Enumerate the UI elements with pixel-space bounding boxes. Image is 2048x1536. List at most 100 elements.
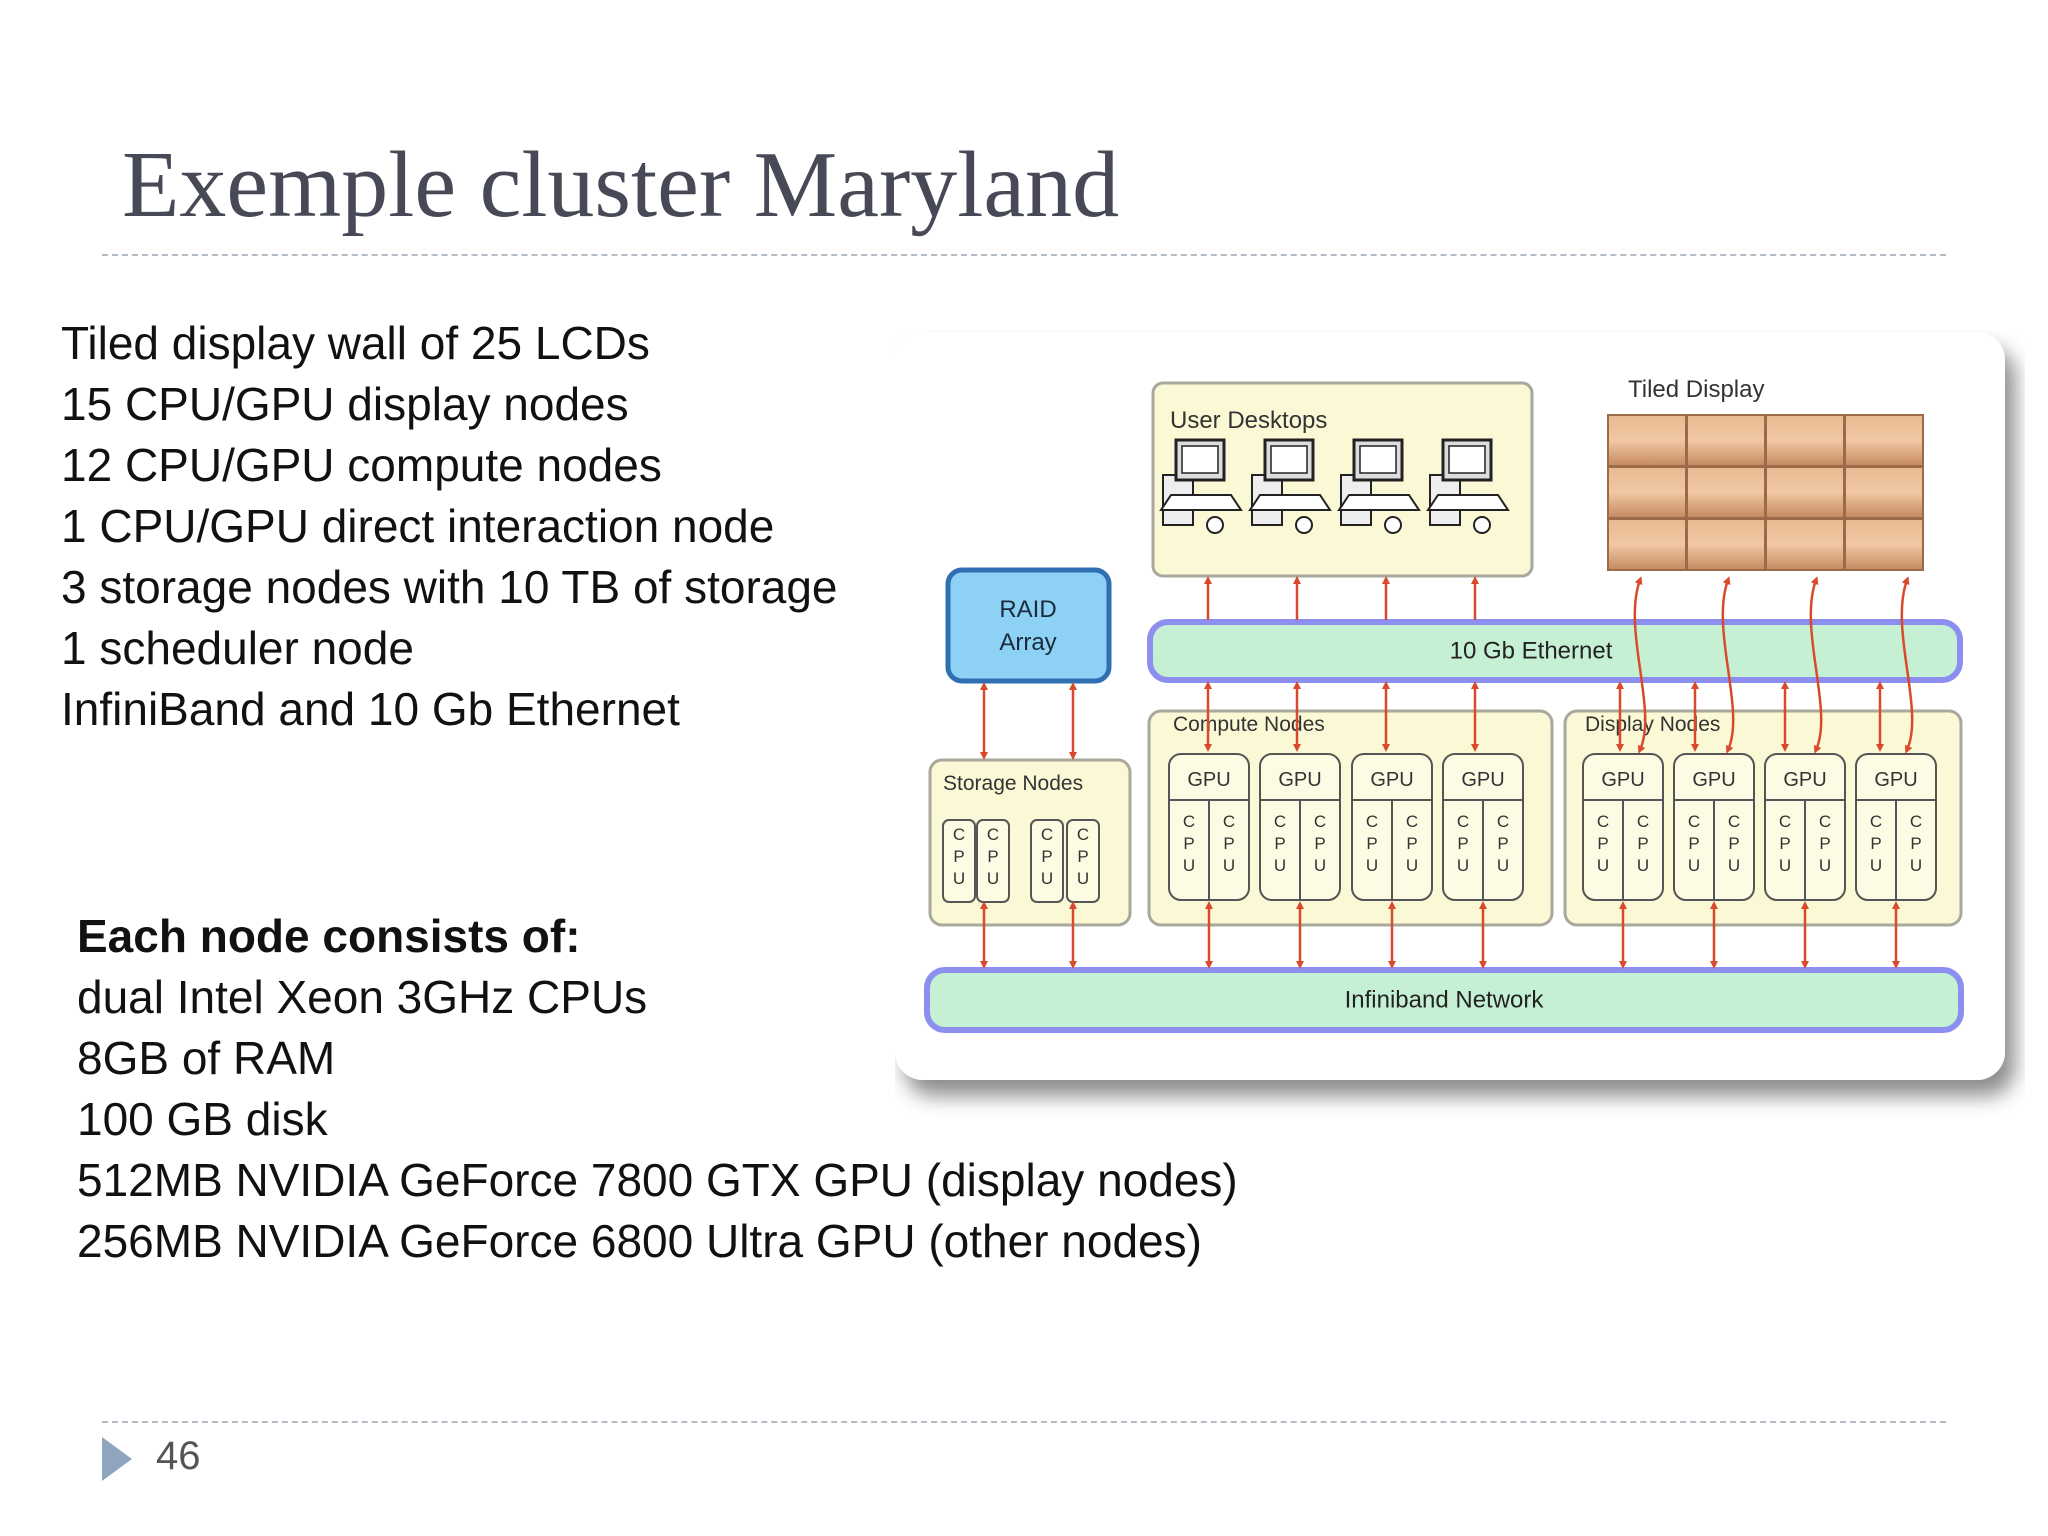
svg-text:C: C [987, 825, 999, 844]
svg-text:C: C [1597, 812, 1609, 831]
svg-text:U: U [1041, 869, 1053, 888]
svg-text:C: C [1819, 812, 1831, 831]
svg-text:P: P [1077, 847, 1088, 866]
svg-text:C: C [1041, 825, 1053, 844]
spec-item: 1 CPU/GPU direct interaction node [61, 500, 775, 552]
display-tile [1686, 466, 1766, 519]
node-spec-heading: Each node consists of: [77, 910, 581, 962]
svg-text:C: C [1077, 825, 1089, 844]
svg-text:U: U [1457, 856, 1469, 875]
svg-text:C: C [1497, 812, 1509, 831]
svg-text:U: U [1366, 856, 1378, 875]
svg-text:U: U [1314, 856, 1326, 875]
svg-text:P: P [987, 847, 998, 866]
svg-text:U: U [1728, 856, 1740, 875]
cpu-chip [942, 819, 976, 903]
svg-text:P: P [1870, 834, 1881, 853]
node-spec-item: 100 GB disk [77, 1093, 328, 1145]
infiniband-label: Infiniband Network [1345, 986, 1545, 1013]
svg-text:P: P [1274, 834, 1285, 853]
svg-text:P: P [1223, 834, 1234, 853]
svg-text:C: C [1183, 812, 1195, 831]
display-tile [1765, 414, 1845, 467]
svg-text:C: C [1457, 812, 1469, 831]
user-desktops-box: User Desktops [1151, 381, 1534, 578]
title-divider [102, 254, 1946, 256]
node-spec-list: Each node consists of: dual Intel Xeon 3… [77, 906, 1238, 1272]
node-spec-item: dual Intel Xeon 3GHz CPUs [77, 971, 648, 1023]
svg-text:U: U [1870, 856, 1882, 875]
gpu-label: GPU [1370, 769, 1413, 791]
display-tile [1607, 518, 1687, 571]
display-tile [1686, 414, 1766, 467]
display-tile [1607, 414, 1687, 467]
svg-text:P: P [1728, 834, 1739, 853]
svg-text:P: P [1597, 834, 1608, 853]
raid-label-2: Array [999, 629, 1056, 656]
svg-text:U: U [1910, 856, 1922, 875]
cpu-chip [1030, 819, 1064, 903]
svg-text:C: C [1406, 812, 1418, 831]
node-spec-item: 512MB NVIDIA GeForce 7800 GTX GPU (displ… [77, 1154, 1238, 1206]
cluster-architecture-diagram: User Desktops Tiled Display RAID Array 1… [895, 332, 2005, 1080]
slide-title: Exemple cluster Maryland [122, 133, 1120, 237]
svg-text:C: C [1314, 812, 1326, 831]
gpu-label: GPU [1461, 769, 1504, 791]
ethernet-network: 10 Gb Ethernet [1147, 619, 1963, 683]
display-tile [1607, 466, 1687, 519]
infiniband-network: Infiniband Network [924, 967, 1964, 1033]
gpu-label: GPU [1278, 769, 1321, 791]
svg-text:U: U [1819, 856, 1831, 875]
display-nodes-label: Display Nodes [1585, 713, 1720, 736]
display-tile [1844, 414, 1924, 467]
svg-text:U: U [1183, 856, 1195, 875]
storage-nodes-label: Storage Nodes [943, 772, 1083, 795]
page-number: 46 [156, 1434, 201, 1478]
svg-text:P: P [1637, 834, 1648, 853]
desktop-computers [1159, 438, 1510, 534]
svg-text:P: P [1910, 834, 1921, 853]
bullet-triangle-icon [102, 1437, 132, 1481]
spec-item: 12 CPU/GPU compute nodes [61, 439, 662, 491]
svg-text:U: U [1688, 856, 1700, 875]
spec-item: 3 storage nodes with 10 TB of storage [61, 561, 838, 613]
svg-text:P: P [1041, 847, 1052, 866]
svg-text:P: P [1497, 834, 1508, 853]
cluster-spec-list: Tiled display wall of 25 LCDs 15 CPU/GPU… [61, 313, 838, 740]
svg-text:U: U [953, 869, 965, 888]
svg-text:U: U [1077, 869, 1089, 888]
svg-text:C: C [1366, 812, 1378, 831]
svg-text:C: C [1688, 812, 1700, 831]
spec-item: InfiniBand and 10 Gb Ethernet [61, 683, 680, 735]
cpu-chip [976, 819, 1010, 903]
svg-text:U: U [1637, 856, 1649, 875]
svg-text:U: U [1406, 856, 1418, 875]
gpu-label: GPU [1783, 769, 1826, 791]
svg-text:U: U [1497, 856, 1509, 875]
gpu-label: GPU [1187, 769, 1230, 791]
svg-text:C: C [953, 825, 965, 844]
display-tile [1844, 466, 1924, 519]
node-spec-item: 8GB of RAM [77, 1032, 336, 1084]
tiled-display-label: Tiled Display [1628, 376, 1765, 403]
svg-text:U: U [1779, 856, 1791, 875]
svg-text:C: C [1870, 812, 1882, 831]
svg-text:P: P [1314, 834, 1325, 853]
tiled-display: Tiled Display [1607, 376, 1924, 571]
svg-text:P: P [1779, 834, 1790, 853]
gpu-label: GPU [1601, 769, 1644, 791]
svg-text:P: P [1406, 834, 1417, 853]
gpu-label: GPU [1692, 769, 1735, 791]
svg-text:P: P [953, 847, 964, 866]
raid-array: RAID Array [945, 567, 1112, 684]
desktop-computer-icon [1159, 438, 1243, 534]
desktop-computer-icon [1248, 438, 1332, 534]
svg-text:U: U [1223, 856, 1235, 875]
display-tile [1686, 518, 1766, 571]
